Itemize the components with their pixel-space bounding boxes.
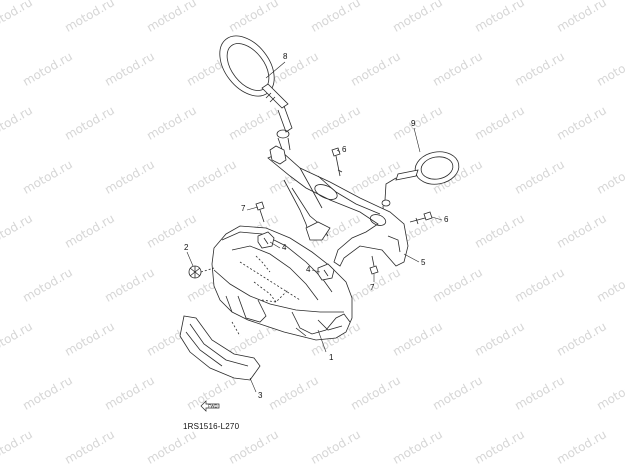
bolt-upper[interactable] (331, 147, 343, 177)
callout-7-right: 7 (370, 283, 375, 292)
callout-8: 8 (283, 52, 288, 61)
callout-4-left: 4 (282, 243, 287, 252)
callout-5: 5 (421, 258, 426, 267)
forward-label: FWD (208, 404, 218, 409)
lower-trim-panel[interactable] (179, 315, 261, 381)
left-mirror[interactable] (209, 26, 293, 153)
front-cover[interactable] (211, 225, 353, 341)
bolt-right[interactable] (409, 211, 433, 225)
callout-6-upper: 6 (342, 145, 347, 154)
handlebar-cover-upper[interactable] (267, 145, 409, 267)
screw-right[interactable] (369, 255, 379, 275)
diagram-code: 1RS1516-L270 (183, 422, 240, 431)
callout-4-right: 4 (306, 265, 311, 274)
callout-2: 2 (184, 243, 189, 252)
leader-lines (186, 61, 443, 393)
callout-7-left: 7 (241, 204, 246, 213)
right-mirror[interactable] (381, 148, 461, 221)
callout-6-right: 6 (444, 215, 449, 224)
nut-left[interactable] (257, 231, 275, 249)
screw-left[interactable] (255, 201, 265, 223)
callout-1: 1 (329, 353, 334, 362)
forward-arrow-icon: FWD (200, 400, 220, 412)
callout-9: 9 (411, 119, 416, 128)
callout-3: 3 (258, 391, 263, 400)
emblem[interactable] (188, 265, 215, 279)
nut-right[interactable] (317, 263, 335, 281)
